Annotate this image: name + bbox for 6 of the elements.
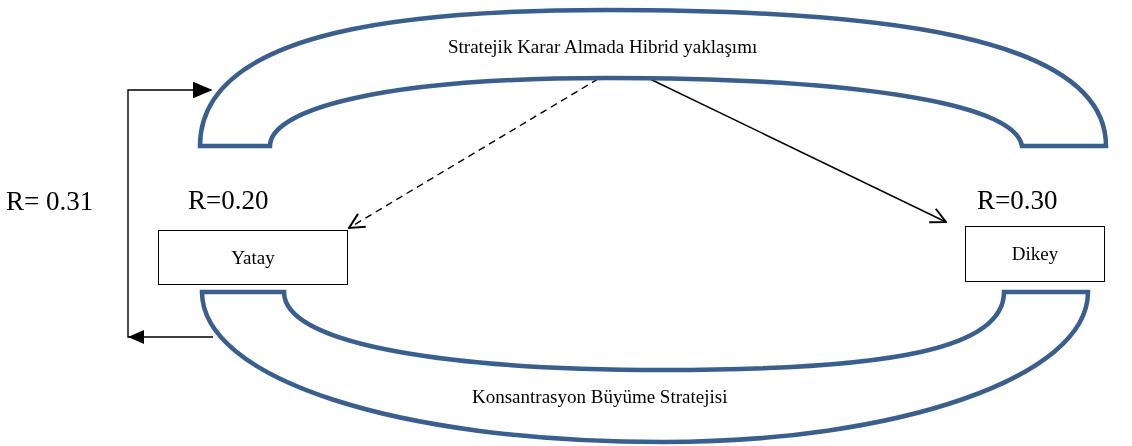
box-label: Dikey	[1010, 243, 1060, 265]
process-box	[965, 226, 1105, 282]
process-box	[158, 230, 348, 285]
correlation-label: R=0.20	[188, 185, 269, 216]
correlation-label: R=0.30	[977, 185, 1058, 216]
box-label: Yatay	[230, 246, 276, 269]
